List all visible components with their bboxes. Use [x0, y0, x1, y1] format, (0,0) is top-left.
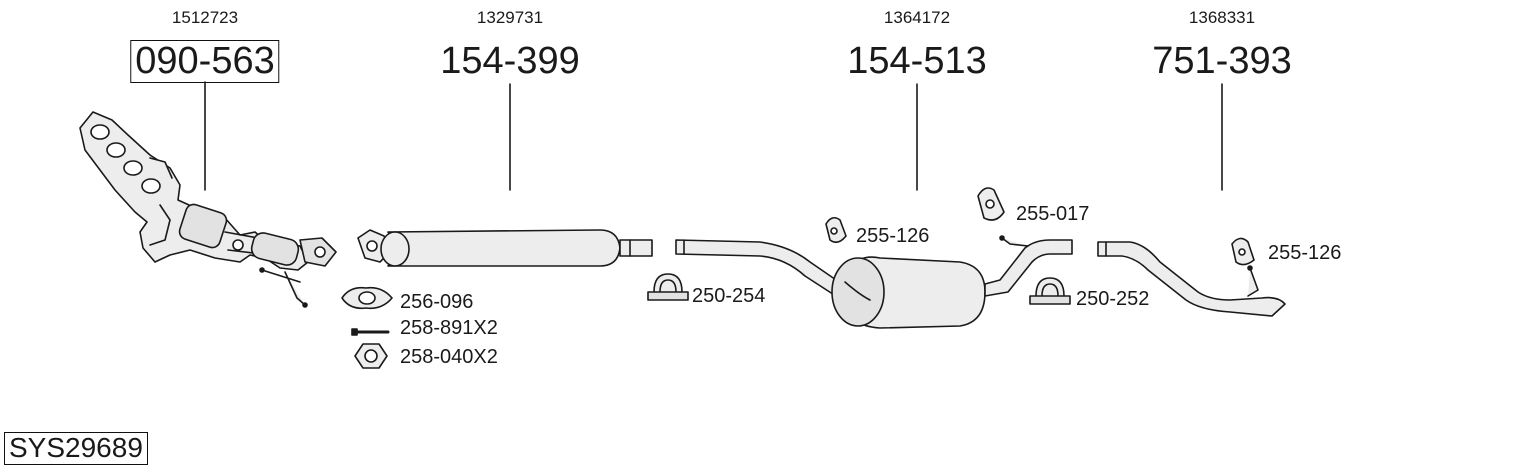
accessory-clamp-2-label[interactable]: 250-252 — [1076, 288, 1150, 310]
part-number-front-pipe[interactable]: 154-399 — [440, 40, 580, 82]
accessory-gasket-label[interactable]: 256-096 — [400, 291, 474, 313]
catalyst-manifold-part[interactable] — [79, 111, 337, 308]
front-pipe-part[interactable] — [357, 229, 653, 267]
leader-lines — [204, 81, 1223, 191]
system-code: SYS29689 — [4, 432, 148, 465]
bolt-icon[interactable] — [351, 328, 390, 336]
part-number-rear-pipe[interactable]: 751-393 — [1152, 40, 1292, 82]
nut-icon[interactable] — [354, 343, 388, 369]
oe-number-rear-pipe: 1368331 — [1188, 8, 1256, 27]
middle-silencer-part[interactable] — [675, 235, 1073, 329]
accessory-hanger-3-label[interactable]: 255-126 — [1268, 242, 1342, 264]
oe-number-middle-silencer: 1364172 — [883, 8, 951, 27]
accessory-bolt-label[interactable]: 258-891X2 — [400, 317, 498, 339]
part-number-middle-silencer[interactable]: 154-513 — [847, 40, 987, 82]
part-number-catalyst[interactable]: 090-563 — [130, 40, 280, 83]
oe-number-catalyst: 1512723 — [171, 8, 239, 27]
accessory-hanger-2-label[interactable]: 255-017 — [1016, 203, 1090, 225]
rubber-hanger-icon[interactable] — [825, 216, 847, 244]
clamp-icon[interactable] — [1029, 277, 1071, 305]
rear-pipe-part[interactable] — [1097, 241, 1286, 317]
clamp-icon[interactable] — [647, 273, 689, 301]
accessory-nut-label[interactable]: 258-040X2 — [400, 346, 498, 368]
oe-number-front-pipe: 1329731 — [476, 8, 544, 27]
accessory-hanger-1-label[interactable]: 255-126 — [856, 225, 930, 247]
accessory-clamp-1-label[interactable]: 250-254 — [692, 285, 766, 307]
rubber-hanger-icon[interactable] — [977, 187, 1005, 221]
gasket-icon[interactable] — [341, 286, 393, 310]
rubber-hanger-icon[interactable] — [1231, 237, 1255, 266]
